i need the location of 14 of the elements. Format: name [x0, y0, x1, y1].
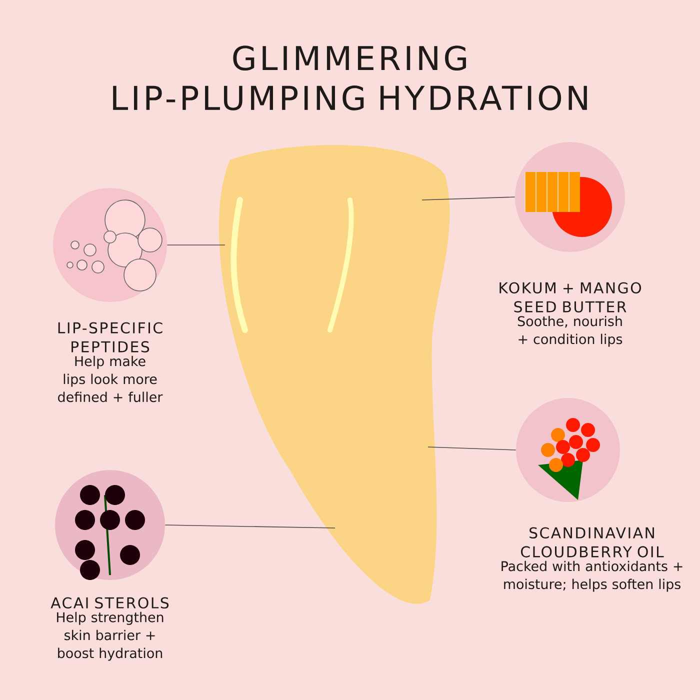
ingredient-heading: ACAI STEROLS [50, 597, 169, 609]
gloss-swatch-drawing [219, 145, 450, 604]
leader-line [166, 244, 226, 246]
leader-line [422, 196, 516, 200]
ingredient-description: Soothe, nourish + condition lips [518, 316, 622, 347]
title: GLIMMERING LIP-PLUMPING HYDRATION [113, 46, 587, 110]
ingredient-description: Help strengthen skin barrier + boost hydration [57, 612, 164, 661]
ingredient-heading: SCANDINAVIAN CLOUDBERRY OIL [521, 527, 664, 558]
ingredient-description: Packed with antioxidants + moisture; helps soften lips [502, 560, 682, 592]
leader-line [164, 524, 336, 528]
ingredient-description: Help make lips look more defined + fuller [58, 356, 163, 402]
ingredient-heading: LIP-SPECIFIC PEPTIDES [58, 322, 162, 352]
leader-line [428, 446, 516, 450]
ingredient-heading: KOKUM + MANGO SEED BUTTER [500, 282, 641, 312]
